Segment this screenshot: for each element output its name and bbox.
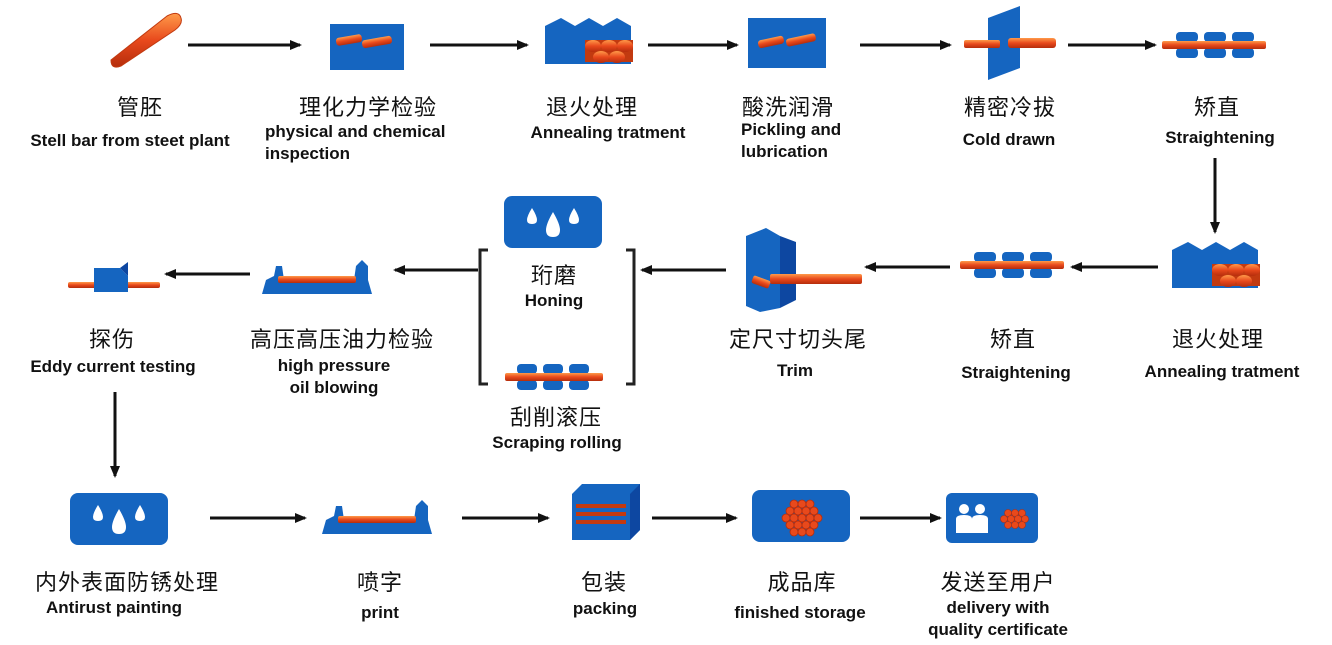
storage-icon xyxy=(752,490,850,542)
step-7-cn-label: 矫直 xyxy=(989,328,1037,353)
cold-draw-die-icon xyxy=(964,6,1056,80)
step-6-en-label: Annealing tratment xyxy=(1144,362,1300,381)
step-15-cn-label: 包装 xyxy=(580,571,628,596)
step-11-cn-label: 高压高压油力检验 xyxy=(249,328,435,353)
pressure-bench-icon xyxy=(262,260,372,294)
step-0-en-label: Stell bar from steet plant xyxy=(30,131,230,150)
step-14-cn-label: 喷字 xyxy=(356,571,404,596)
roller-icon xyxy=(505,364,603,390)
step-12-cn-label: 探伤 xyxy=(88,328,136,353)
step-8-en-label: Trim xyxy=(777,361,813,380)
print-bench-icon xyxy=(322,500,432,534)
step-15-en-label: packing xyxy=(572,599,638,618)
saw-icon xyxy=(746,228,862,312)
step-2-cn-label: 退火处理 xyxy=(545,96,639,121)
step-9-en-label: Honing xyxy=(524,291,584,310)
furnace-icon xyxy=(1172,242,1260,288)
step-8-cn-label: 定尺寸切头尾 xyxy=(728,328,868,353)
step-2-en-label: Annealing tratment xyxy=(530,123,686,142)
step-5-cn-label: 矫直 xyxy=(1193,96,1241,121)
step-17-en-label: delivery with quality certificate xyxy=(928,598,1068,639)
step-10-cn-label: 刮削滚压 xyxy=(509,406,603,431)
step-1-en-label: physical and chemical inspection xyxy=(265,122,446,163)
step-16-en-label: finished storage xyxy=(734,603,866,622)
drops-icon xyxy=(504,196,602,248)
package-icon xyxy=(572,484,640,540)
bar-icon xyxy=(110,12,182,68)
delivery-icon xyxy=(946,493,1038,543)
step-12-en-label: Eddy current testing xyxy=(30,357,196,376)
step-16-cn-label: 成品库 xyxy=(767,571,837,596)
inspection-box-icon xyxy=(330,24,404,70)
step-4-cn-label: 精密冷拔 xyxy=(963,96,1057,121)
drops-icon xyxy=(70,493,168,545)
step-4-en-label: Cold drawn xyxy=(962,130,1056,149)
step-9-cn-label: 珩磨 xyxy=(530,264,578,289)
step-13-en-label: Antirust painting xyxy=(46,598,182,617)
step-6-cn-label: 退火处理 xyxy=(1171,328,1265,353)
roller-icon xyxy=(1162,32,1266,58)
step-3-en-label: Pickling and lubrication xyxy=(741,120,842,161)
step-7-en-label: Straightening xyxy=(961,363,1071,382)
parallel-process-bracket xyxy=(478,248,636,386)
step-5-en-label: Straightening xyxy=(1165,128,1275,147)
eddy-probe-icon xyxy=(68,262,160,292)
step-13-cn-label: 内外表面防锈处理 xyxy=(34,571,220,596)
step-3-cn-label: 酸洗润滑 xyxy=(741,96,835,121)
step-0-cn-label: 管胚 xyxy=(116,96,164,121)
furnace-icon xyxy=(545,18,633,64)
step-14-en-label: print xyxy=(361,603,399,622)
roller-icon xyxy=(960,252,1064,278)
step-1-cn-label: 理化力学检验 xyxy=(298,96,438,121)
step-17-cn-label: 发送至用户 xyxy=(940,571,1056,596)
step-11-en-label: high pressure oil blowing xyxy=(277,356,391,397)
pickling-tank-icon xyxy=(748,18,826,68)
step-10-en-label: Scraping rolling xyxy=(492,433,622,452)
